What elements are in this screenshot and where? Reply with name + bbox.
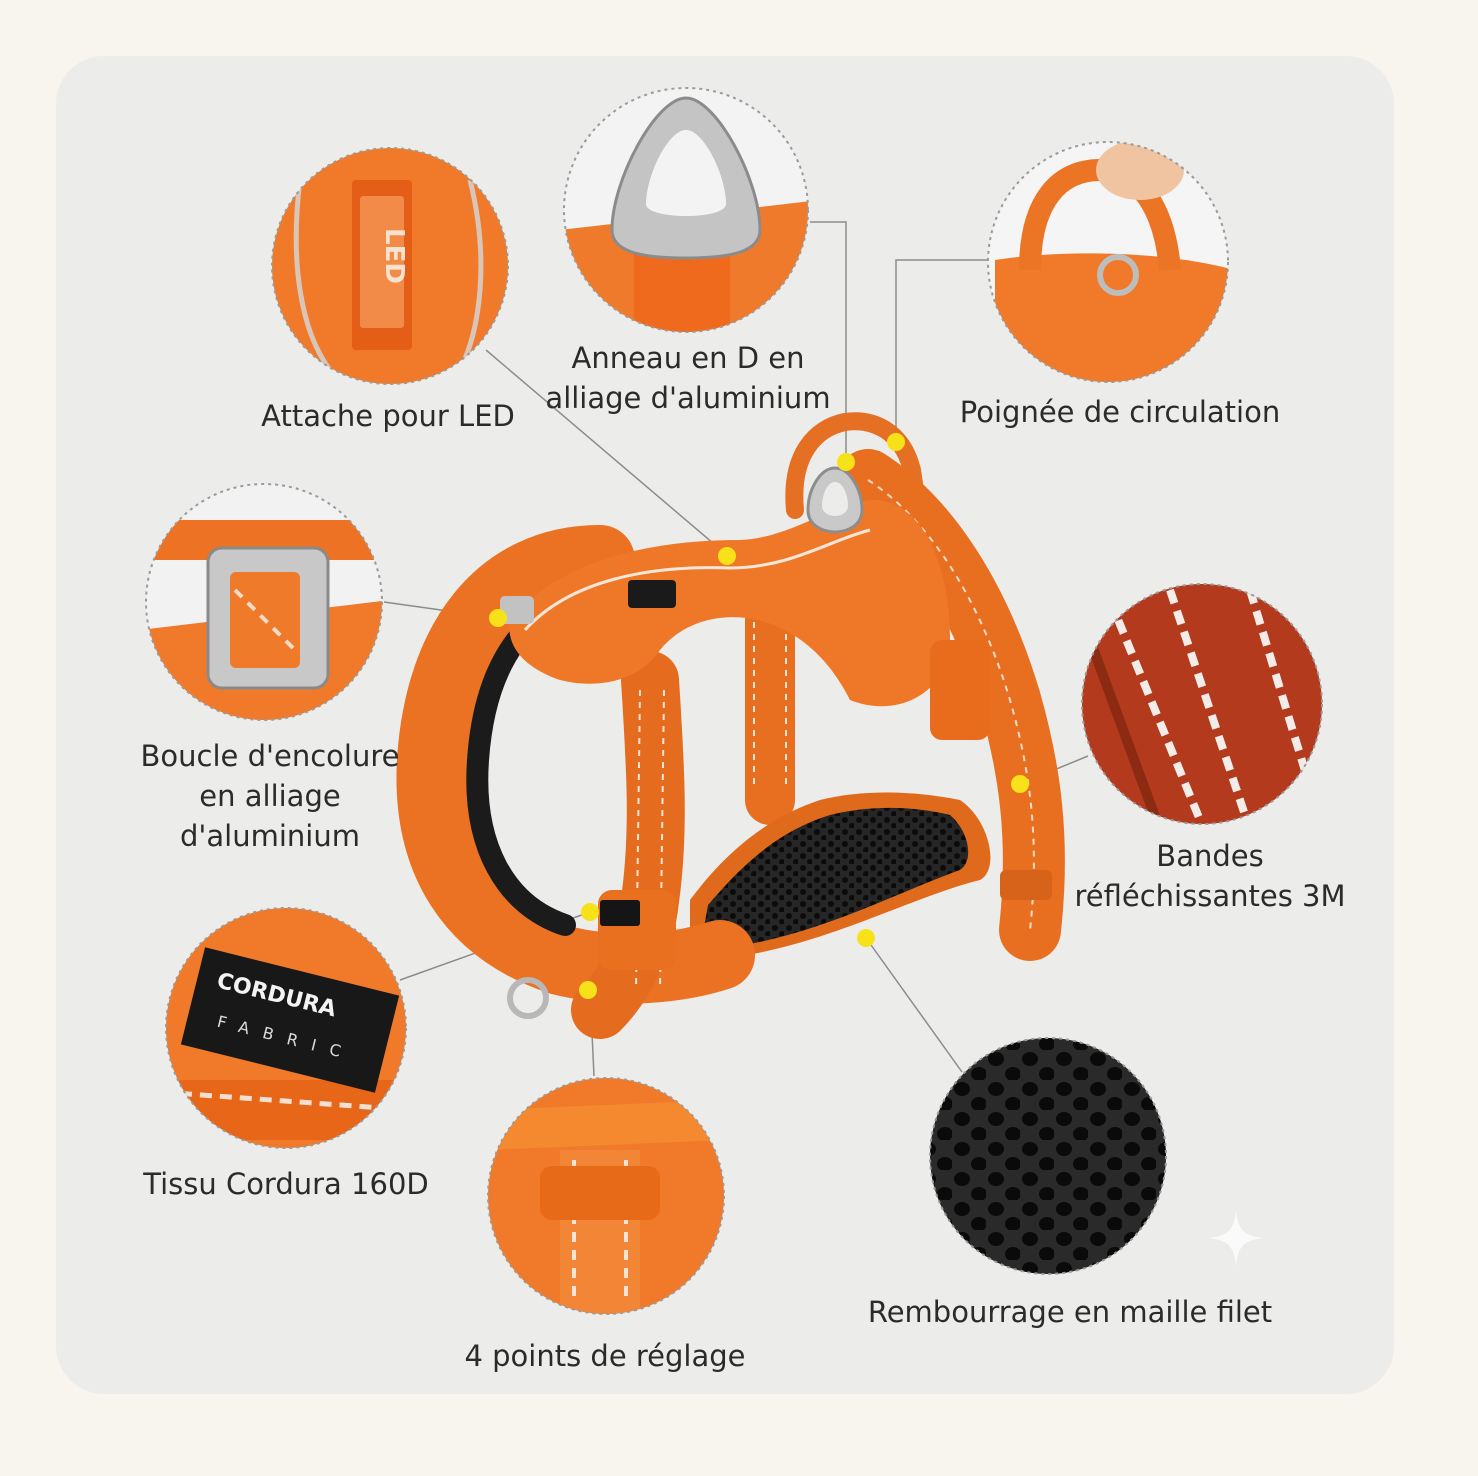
dot-buckle (489, 609, 507, 627)
label-reflective: Bandes réfléchissantes 3M (1074, 839, 1346, 913)
dot-handle (887, 433, 905, 451)
hotspot-dots (489, 433, 1029, 999)
label-cordura: Tissu Cordura 160D (143, 1167, 429, 1201)
leader-line-handle (895, 259, 988, 442)
callout-circle-cordura: CORDURA FABRIC (165, 907, 407, 1149)
callout-circle-mesh (929, 1037, 1167, 1275)
dot-cordura (581, 903, 599, 921)
callout-circle-buckle (145, 483, 383, 721)
callout-circle-handle (987, 141, 1229, 383)
dot-dring (837, 453, 855, 471)
callout-circle-dring (563, 87, 809, 333)
callout-circle-reflective (1081, 583, 1323, 825)
callout-circle-led: LED (271, 147, 509, 385)
dot-adjust (579, 981, 597, 999)
led-tag-text: LED (379, 228, 409, 284)
dot-reflective (1011, 775, 1029, 793)
label-led: Attache pour LED (261, 399, 515, 433)
leader-line-dring (810, 221, 847, 462)
harness-image (396, 412, 1065, 1039)
label-adjust: 4 points de réglage (464, 1339, 746, 1373)
label-dring: Anneau en D en alliage d'aluminium (545, 341, 831, 415)
dot-mesh (857, 929, 875, 947)
sparkle-watermark-icon (1208, 1210, 1264, 1266)
callout-circle-adjust (487, 1077, 725, 1315)
label-buckle: Boucle d'encolure en alliage d'aluminium (140, 739, 400, 853)
leader-line-mesh (865, 937, 963, 1073)
label-mesh: Rembourrage en maille filet (867, 1295, 1273, 1329)
leader-line-led (485, 349, 728, 556)
label-handle: Poignée de circulation (959, 395, 1281, 429)
dot-led (718, 547, 736, 565)
